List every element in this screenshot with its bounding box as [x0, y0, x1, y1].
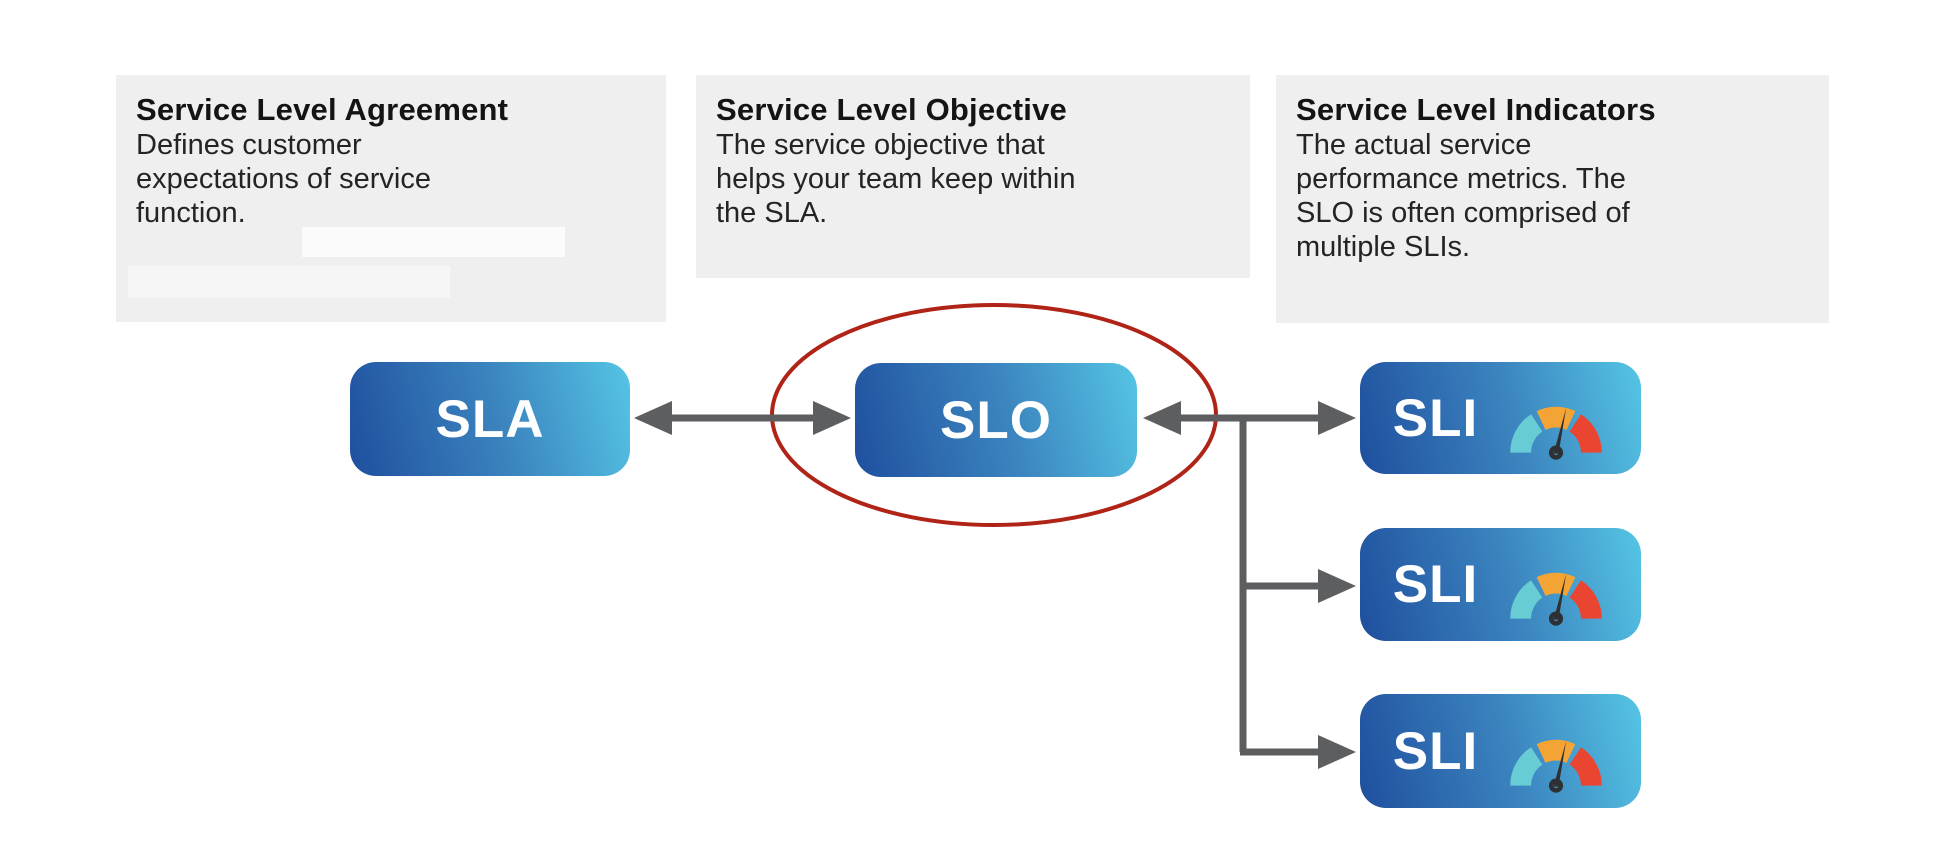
- card-title: Service Level Objective: [716, 92, 1067, 127]
- arrowhead-left-icon: [634, 401, 672, 435]
- card-title: Service Level Agreement: [136, 92, 509, 127]
- card-service-level-indicators: Service Level Indicators The actual serv…: [1276, 75, 1829, 323]
- node-sla-label: SLA: [435, 389, 545, 449]
- redacted-text-area: [128, 266, 450, 298]
- card-body-line: Defines customer: [136, 129, 362, 161]
- node-sli-label: SLI: [1392, 721, 1479, 781]
- gauge-icon: [1510, 739, 1602, 793]
- card-body-line: helps your team keep within: [716, 163, 1076, 195]
- card-body-line: function.: [136, 197, 246, 229]
- node-sli-3: SLI: [1360, 694, 1641, 808]
- card-body-line: the SLA.: [716, 197, 828, 229]
- node-slo: SLO: [855, 363, 1137, 477]
- gauge-icon: [1510, 406, 1602, 460]
- redacted-text-area: [302, 227, 565, 257]
- node-sli-label: SLI: [1392, 555, 1479, 614]
- card-body-line: multiple SLIs.: [1296, 231, 1471, 263]
- gauge-icon: [1510, 572, 1602, 626]
- arrowhead-right-icon: [813, 401, 851, 435]
- card-body-line: performance metrics. The: [1296, 163, 1626, 195]
- connector-slo-sli1: [1143, 401, 1356, 435]
- card-service-level-agreement: Service Level Agreement Defines customer…: [116, 75, 666, 322]
- card-body-line: expectations of service: [136, 163, 431, 195]
- arrowhead-left-icon: [1143, 401, 1181, 435]
- card-service-level-objective: Service Level Objective The service obje…: [696, 75, 1250, 278]
- connector-slo-sli2: [1240, 569, 1356, 603]
- node-sla: SLA: [350, 362, 630, 476]
- node-slo-label: SLO: [940, 390, 1052, 450]
- card-body-line: The actual service: [1296, 129, 1532, 161]
- arrowhead-right-icon: [1318, 401, 1356, 435]
- connector-sla-slo: [634, 401, 851, 435]
- arrowhead-right-icon: [1318, 569, 1356, 603]
- node-sli-label: SLI: [1392, 388, 1479, 448]
- arrowhead-right-icon: [1318, 735, 1356, 769]
- node-sli-2: SLI: [1360, 528, 1641, 641]
- card-body-line: The service objective that: [716, 129, 1045, 161]
- card-title: Service Level Indicators: [1296, 92, 1656, 127]
- connector-slo-sli3: [1240, 735, 1356, 769]
- node-sli-1: SLI: [1360, 362, 1641, 474]
- card-body-line: SLO is often comprised of: [1296, 197, 1630, 229]
